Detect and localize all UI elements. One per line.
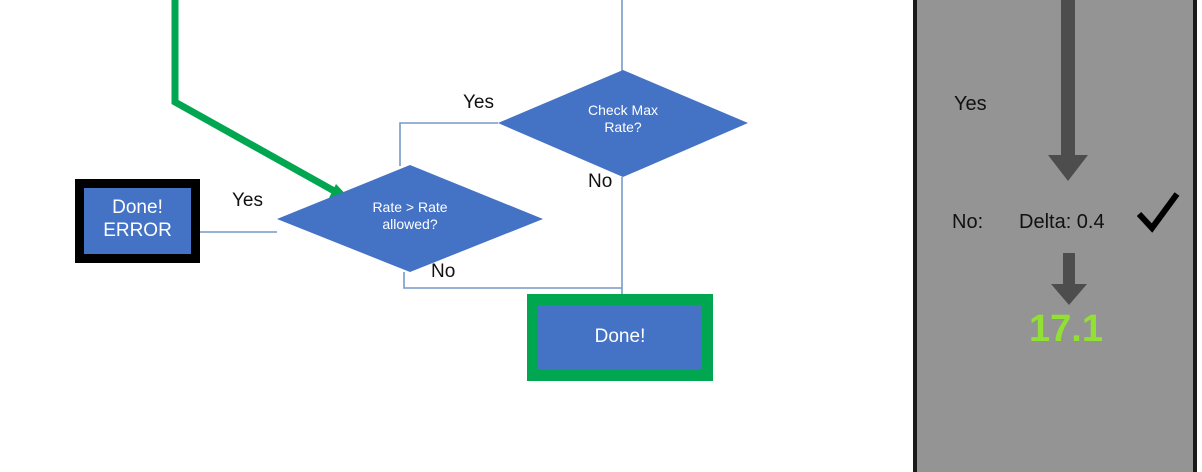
node-done[interactable] — [527, 294, 713, 381]
arrow-down-small-icon — [1051, 253, 1087, 305]
edge-label-rate-yes: Yes — [232, 190, 263, 211]
check-mark-icon — [1136, 192, 1180, 233]
node-rate-check[interactable] — [277, 165, 543, 272]
flowchart-graphics — [75, 0, 748, 381]
panel-yes-label: Yes — [954, 93, 987, 115]
node-check-max-rate[interactable] — [498, 70, 748, 177]
panel-result-value: 17.1 — [1029, 308, 1103, 350]
panel-arrows — [1048, 0, 1088, 305]
arrow-down-large-icon — [1048, 0, 1088, 181]
panel-no-label: No: — [952, 211, 984, 233]
edge-label-check-max-no: No — [588, 171, 613, 192]
flowchart-canvas: Done! ERROR Rate > Rate allowed? Check M… — [75, 0, 748, 381]
status-panel: Yes No: Delta: 0.4 17.1 — [913, 0, 1197, 472]
edge-label-rate-no: No — [431, 261, 456, 282]
edge-label-check-max-yes: Yes — [463, 92, 494, 113]
highlight-path-green — [171, 0, 352, 201]
panel-delta-value: Delta: 0.4 — [1019, 211, 1105, 233]
node-done-error[interactable] — [75, 179, 200, 263]
connector-rate-no — [403, 272, 622, 289]
connector-check-max-yes — [399, 122, 498, 166]
